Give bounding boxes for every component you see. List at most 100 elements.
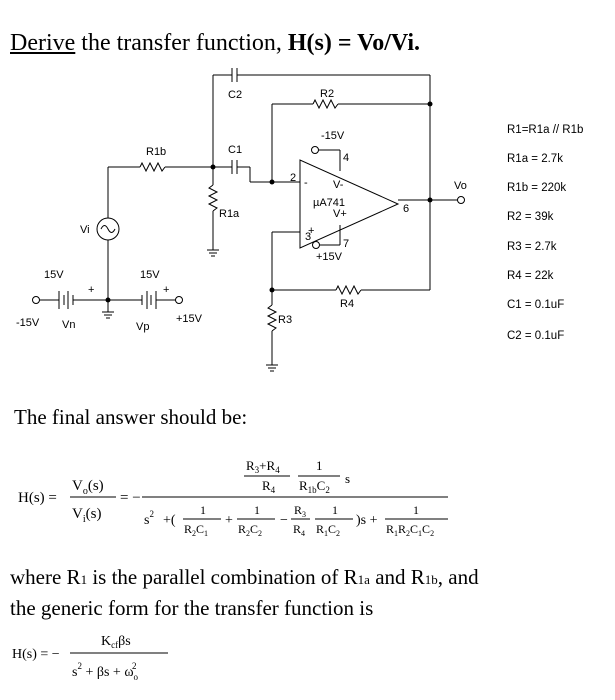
neg15-left-terminal	[32, 296, 40, 304]
eq1-f5-den: R1R2C1C2	[386, 522, 434, 538]
r1b-label: R1b	[146, 146, 166, 158]
where-sub3: 1b	[424, 572, 438, 587]
pos15-bottom-label: +15V	[316, 251, 343, 263]
opamp-label: µA741	[313, 197, 345, 209]
battery-vp	[141, 291, 157, 309]
pin7-label: 7	[343, 238, 349, 250]
where-part4: , and	[437, 565, 479, 589]
c2-label: C2	[228, 89, 242, 101]
eq1-minus: −	[280, 513, 288, 528]
value-r1: R1=R1a // R1b	[507, 124, 583, 136]
vplus-label: V+	[333, 208, 347, 220]
pin6-label: 6	[403, 203, 409, 215]
vp-label: Vp	[136, 321, 149, 333]
eq1-f5-num: 1	[413, 503, 419, 517]
c2-capacitor	[213, 68, 430, 82]
eq1-vi: Vi(s)	[72, 506, 101, 525]
value-r1b: R1b = 220k	[507, 182, 566, 194]
ground-symbol-r3	[266, 364, 278, 372]
transfer-function-equation: H(s) = Vo(s) Vi(s) = − R3+R4 R4 1 R1bC2 …	[18, 458, 448, 538]
eq1-f3-num: R3	[294, 503, 306, 519]
eq1-f1-den: R2C1	[184, 522, 208, 538]
value-r2: R2 = 39k	[507, 211, 554, 223]
generic-form-equation: H(s) = − Kcfβs s2 + βs + ωo2	[12, 634, 168, 682]
neg15-top-label: -15V	[321, 130, 345, 142]
eq2-num: Kcfβs	[101, 634, 131, 650]
pin2-label: 2	[290, 172, 296, 184]
explanation-line-2: the generic form for the transfer functi…	[10, 596, 374, 620]
pos15-right-terminal	[175, 296, 183, 304]
eq1-den-open: +(	[163, 513, 176, 528]
neg15-terminal	[311, 146, 319, 154]
neg15-left-label: -15V	[16, 317, 40, 329]
vo-terminal	[457, 196, 465, 204]
eq1-f4-num: 1	[332, 503, 338, 517]
eq1-f2-den: R2C2	[238, 522, 262, 538]
eq1-den-close: )s +	[356, 513, 378, 528]
value-c2: C2 = 0.1uF	[507, 330, 564, 342]
r2-resistor	[312, 98, 339, 110]
eq1-den-s2: s2	[144, 509, 154, 528]
eq2-den: s2 + βs + ωo2	[72, 661, 139, 682]
eq1-lhs: H(s) =	[18, 490, 57, 506]
r1a-label: R1a	[219, 208, 240, 220]
eq1-num-r4: R4	[262, 478, 276, 495]
where-part3: and R	[369, 565, 425, 589]
eq1-plus1: +	[225, 513, 233, 528]
value-r3: R3 = 2.7k	[507, 241, 557, 253]
vo-label: Vo	[454, 180, 467, 192]
value-r4: R4 = 22k	[507, 270, 554, 282]
vi-label: Vi	[80, 224, 90, 236]
pos15-right-label: +15V	[176, 313, 203, 325]
explanation-text: where R1 is the parallel combination of …	[10, 563, 610, 623]
vn-label: Vn	[62, 319, 75, 331]
c1-label: C1	[228, 144, 242, 156]
c1-capacitor	[231, 160, 251, 182]
final-answer-text: The final answer should be:	[14, 405, 248, 429]
r1a-resistor	[207, 184, 219, 212]
value-r1a: R1a = 2.7k	[507, 153, 563, 165]
where-sub1: 1	[80, 572, 88, 587]
vminus-label: V-	[333, 179, 344, 191]
eq1-eq-minus: = −	[120, 490, 141, 506]
eq2-lhs: H(s) = −	[12, 647, 60, 662]
eq1-num-s: s	[345, 471, 350, 486]
eq1-num-one: 1	[316, 458, 323, 473]
value-c1: C1 = 0.1uF	[507, 299, 564, 311]
problem-heading: Derive the transfer function, H(s) = Vo/…	[10, 30, 420, 57]
eq1-num-sum: R3+R4	[246, 458, 280, 475]
right-15v-label: 15V	[140, 269, 160, 281]
where-part1: where R	[10, 565, 81, 589]
where-sub2: 1a	[357, 572, 370, 587]
component-values: R1=R1a // R1b R1a = 2.7k R1b = 220k R2 =…	[507, 124, 583, 342]
eq1-f2-num: 1	[254, 503, 260, 517]
where-part2: is the parallel combination of R	[87, 565, 358, 589]
r4-label: R4	[340, 298, 354, 310]
plus-label: +	[308, 225, 314, 237]
r1b-resistor	[139, 161, 166, 173]
r2-label: R2	[320, 88, 334, 100]
pin4-label: 4	[343, 152, 349, 164]
r3-label: R3	[278, 314, 292, 326]
eq1-vo: Vo(s)	[72, 478, 104, 497]
heading-text: the transfer function,	[75, 30, 288, 56]
ground-symbol	[207, 249, 219, 257]
r3-resistor	[266, 304, 278, 332]
bat-plus-left: +	[88, 284, 94, 296]
battery-vn	[58, 291, 74, 309]
r4-resistor	[335, 284, 362, 296]
eq1-num-rc: R1bC2	[299, 478, 330, 495]
pos15-terminal	[312, 241, 320, 249]
heading-formula: H(s) = Vo/Vi.	[287, 30, 421, 56]
ground-symbol-supply	[102, 311, 114, 319]
eq1-f3-den: R4	[293, 522, 305, 538]
eq1-f4-den: R1C2	[316, 522, 340, 538]
left-15v-label: 15V	[44, 269, 64, 281]
bat-plus-right: +	[163, 284, 169, 296]
eq1-f1-num: 1	[200, 503, 206, 517]
pin3-label: 3	[305, 231, 311, 243]
heading-derive: Derive	[10, 30, 76, 56]
explanation-line-1: where R1 is the parallel combination of …	[10, 563, 610, 594]
minus-label: -	[304, 177, 308, 189]
